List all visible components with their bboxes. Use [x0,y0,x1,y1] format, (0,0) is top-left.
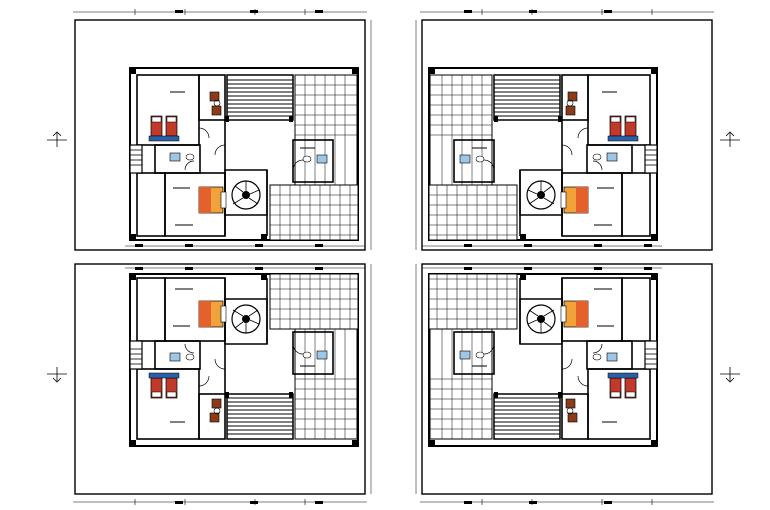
plan-bottom-right [415,263,741,506]
plan-top-left [46,8,372,251]
plan-top-right [415,8,741,251]
plan-bottom-left [46,263,372,506]
